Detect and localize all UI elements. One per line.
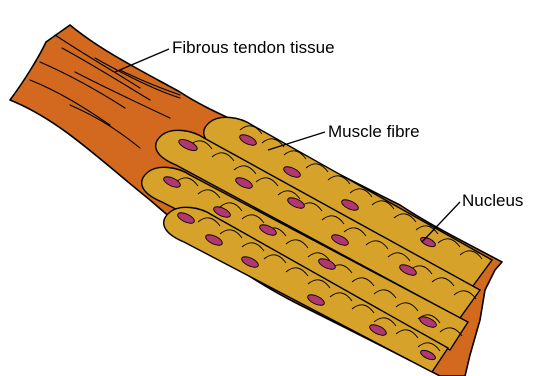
tendon-label: Fibrous tendon tissue (172, 38, 335, 57)
muscle-fibres (142, 117, 492, 372)
fibre-label: Muscle fibre (328, 122, 420, 141)
nucleus-label: Nucleus (462, 191, 523, 210)
